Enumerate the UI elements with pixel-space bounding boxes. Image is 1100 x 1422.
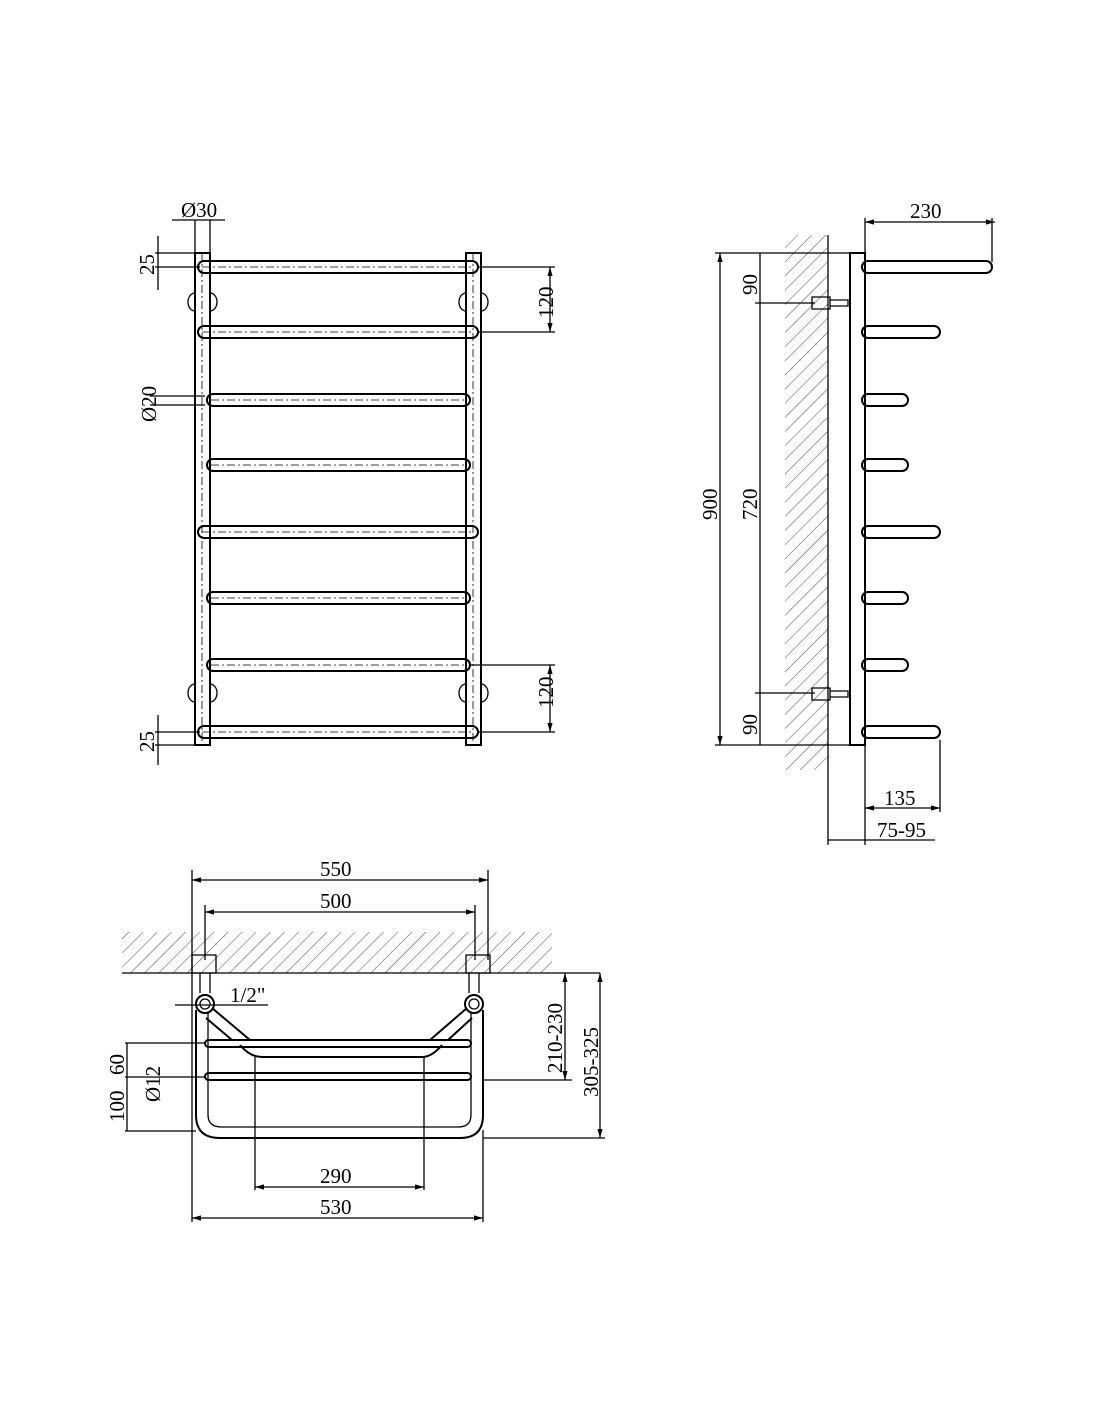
- dim-shelf-width: 530: [320, 1195, 352, 1219]
- left-post: [194, 252, 211, 746]
- top-view: 550 500 530 290 1/2" 60 100 Ø12 210-230 …: [105, 857, 605, 1222]
- dim-bottom-spacing: 120: [534, 677, 558, 709]
- front-bars: [197, 260, 479, 739]
- side-bar: [861, 725, 941, 739]
- side-bar: [861, 325, 941, 339]
- dim-bar-diameter: Ø20: [137, 386, 161, 422]
- dim-bar-diameter-12: Ø12: [141, 1066, 165, 1102]
- side-bar: [861, 458, 909, 472]
- dim-depth-short: 135: [884, 786, 916, 810]
- front-view: Ø30 25 120 Ø20 120 25: [135, 198, 558, 765]
- dim-spacing-100: 100: [105, 1091, 129, 1123]
- dim-top-offset: 25: [135, 254, 159, 275]
- wall-hatch-bottom: [122, 932, 552, 973]
- dim-post-diameter: Ø30: [181, 198, 217, 222]
- dim-depth-range-1: 210-230: [543, 1003, 567, 1073]
- left-connector: [195, 994, 215, 1014]
- bottom-bracket: [811, 687, 849, 701]
- dim-bottom-offset: 25: [135, 731, 159, 752]
- shelf-bar-1: [204, 1039, 472, 1048]
- side-bar: [861, 525, 941, 539]
- towel-bar: [206, 458, 471, 472]
- bottom-connection: [187, 683, 489, 703]
- dim-connection-distance: 720: [738, 489, 762, 521]
- shelf-frame-inner: [207, 1012, 472, 1128]
- dim-connection-width: 500: [320, 889, 352, 913]
- side-bar: [861, 260, 993, 274]
- towel-bar: [206, 393, 471, 407]
- dim-top-spacing: 120: [534, 287, 558, 319]
- side-bars: [861, 260, 993, 739]
- top-connection: [187, 292, 489, 312]
- dim-total-width: 550: [320, 857, 352, 881]
- dim-side-bottom-offset: 90: [738, 714, 762, 735]
- side-bar: [861, 658, 909, 672]
- side-view: 230 900 720 90 90 135 75-95: [698, 199, 995, 845]
- dim-wall-distance: 75-95: [877, 818, 926, 842]
- dim-depth-range-2: 305-325: [579, 1027, 603, 1097]
- side-post: [849, 252, 866, 746]
- dim-thread: 1/2": [230, 983, 265, 1007]
- top-bracket: [811, 296, 849, 310]
- right-post: [465, 252, 482, 746]
- dim-spacing-60: 60: [105, 1054, 129, 1075]
- dim-side-width: 230: [910, 199, 942, 223]
- dim-total-height: 900: [698, 489, 722, 521]
- shelf-frame-outer: [195, 1010, 484, 1139]
- dim-inner-width: 290: [320, 1164, 352, 1188]
- right-connector: [464, 994, 484, 1014]
- dim-side-top-offset: 90: [738, 274, 762, 295]
- side-bar: [861, 591, 909, 605]
- towel-bar: [197, 525, 479, 539]
- side-bar: [861, 393, 909, 407]
- towel-bar: [206, 591, 471, 605]
- shelf-bar-2: [204, 1072, 472, 1081]
- wall-hatch: [785, 235, 828, 770]
